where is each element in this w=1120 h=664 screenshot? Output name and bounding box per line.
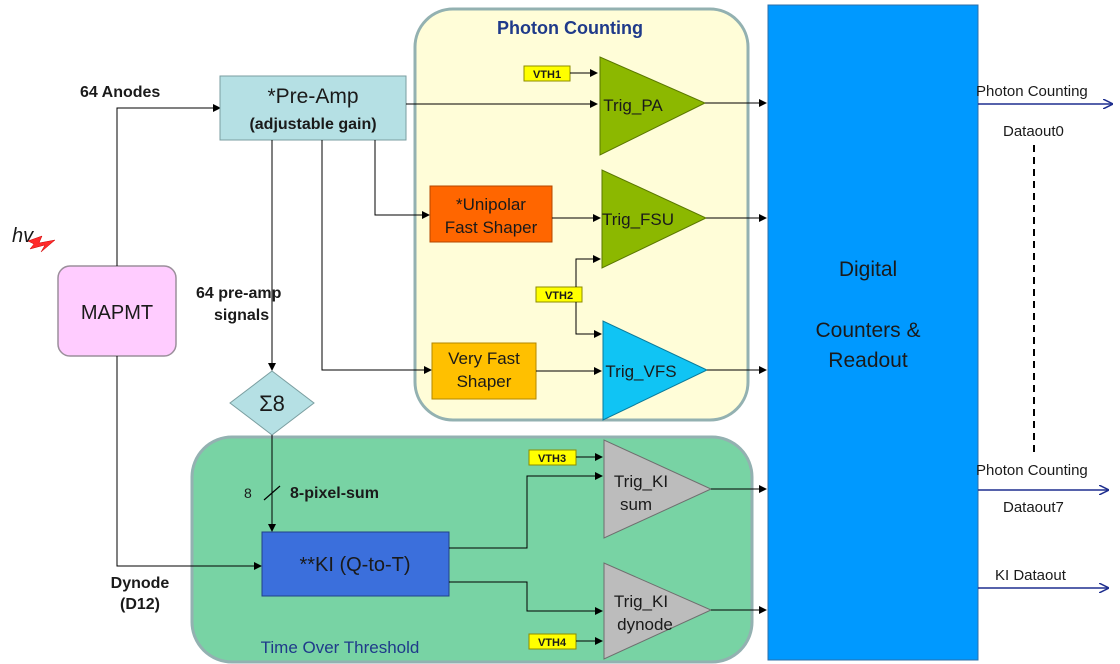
ki-to-trig-sum-wire [449, 472, 603, 549]
time-over-threshold-title: Time Over Threshold [261, 638, 420, 657]
lightning-icon [27, 235, 56, 253]
dynode-label-1: Dynode [111, 575, 170, 592]
dataout0-label: Photon Counting [976, 83, 1088, 100]
preamp-label-2: (adjustable gain) [249, 116, 376, 133]
trig-pa-label: Trig_PA [603, 96, 663, 115]
bus-slash [263, 485, 281, 501]
dataout7-sub: Dataout7 [1003, 499, 1064, 516]
sum8-label: Σ8 [259, 391, 285, 416]
dynode-label-2: (D12) [120, 596, 160, 613]
unipolar-label-1: *Unipolar [456, 195, 526, 214]
photon-counting-title: Photon Counting [497, 18, 643, 38]
mapmt-label: MAPMT [81, 302, 153, 324]
ki-dataout-label: KI Dataout [995, 567, 1067, 584]
trig-ki-dynode-label-1: Trig_KI [614, 592, 668, 611]
digital-counters-readout-block [767, 4, 979, 661]
unipolar-fast-shaper-block [429, 185, 553, 243]
anodes-label: 64 Anodes [80, 84, 160, 101]
trig-ki-dynode-comparator [603, 562, 713, 660]
preamp-to-vfs-shaper-wire [321, 140, 432, 374]
trig-ki-sum-label-1: Trig_KI [614, 472, 668, 491]
preamp-signals-label-2: signals [214, 307, 269, 324]
hv-label: hv [12, 225, 34, 247]
preamp-label-1: *Pre-Amp [267, 85, 358, 108]
digital-label-1: Digital [839, 258, 897, 281]
digital-label-2: Counters & [815, 319, 920, 342]
preamp-signals-label-1: 64 pre-amp [196, 285, 282, 302]
trig-vfs-label: Trig_VFS [605, 362, 676, 381]
ki-block [261, 531, 450, 597]
vfs-shaper-label-1: Very Fast [448, 349, 520, 368]
vth2-badge [535, 286, 583, 303]
pixel-sum-label: 8-pixel-sum [290, 485, 379, 502]
vth2-label: VTH2 [545, 290, 573, 302]
dynode-wire [116, 356, 262, 570]
dataout7-label: Photon Counting [976, 462, 1088, 479]
unipolar-label-2: Fast Shaper [445, 218, 538, 237]
digital-label-3: Readout [828, 349, 908, 372]
trig-vfs-comparator [602, 320, 709, 421]
vth1-label: VTH1 [533, 69, 561, 81]
trig-ki-sum-label-2: sum [620, 495, 652, 514]
dataout0-sub: Dataout0 [1003, 123, 1064, 140]
anodes-wire [116, 104, 221, 266]
trig-fsu-label: Trig_FSU [602, 210, 674, 229]
bus-width-label: 8 [244, 485, 252, 501]
vth2-to-vfs-wire [575, 302, 602, 338]
vfs-shaper-label-2: Shaper [457, 372, 512, 391]
ki-to-trig-dynode-wire [449, 581, 603, 615]
vth3-label: VTH3 [538, 453, 566, 465]
ki-label: **KI (Q-to-T) [299, 554, 410, 576]
trig-fsu-comparator [601, 169, 708, 269]
vth4-label: VTH4 [538, 637, 567, 649]
preamp-to-unipolar-wire [374, 140, 430, 219]
trig-ki-sum-comparator [603, 439, 713, 539]
trig-ki-dynode-label-2: dynode [617, 615, 673, 634]
very-fast-shaper-block [431, 342, 537, 400]
trig-pa-comparator [599, 56, 707, 156]
vth2-to-fsu-wire [575, 255, 601, 287]
preamp-block [219, 75, 407, 141]
